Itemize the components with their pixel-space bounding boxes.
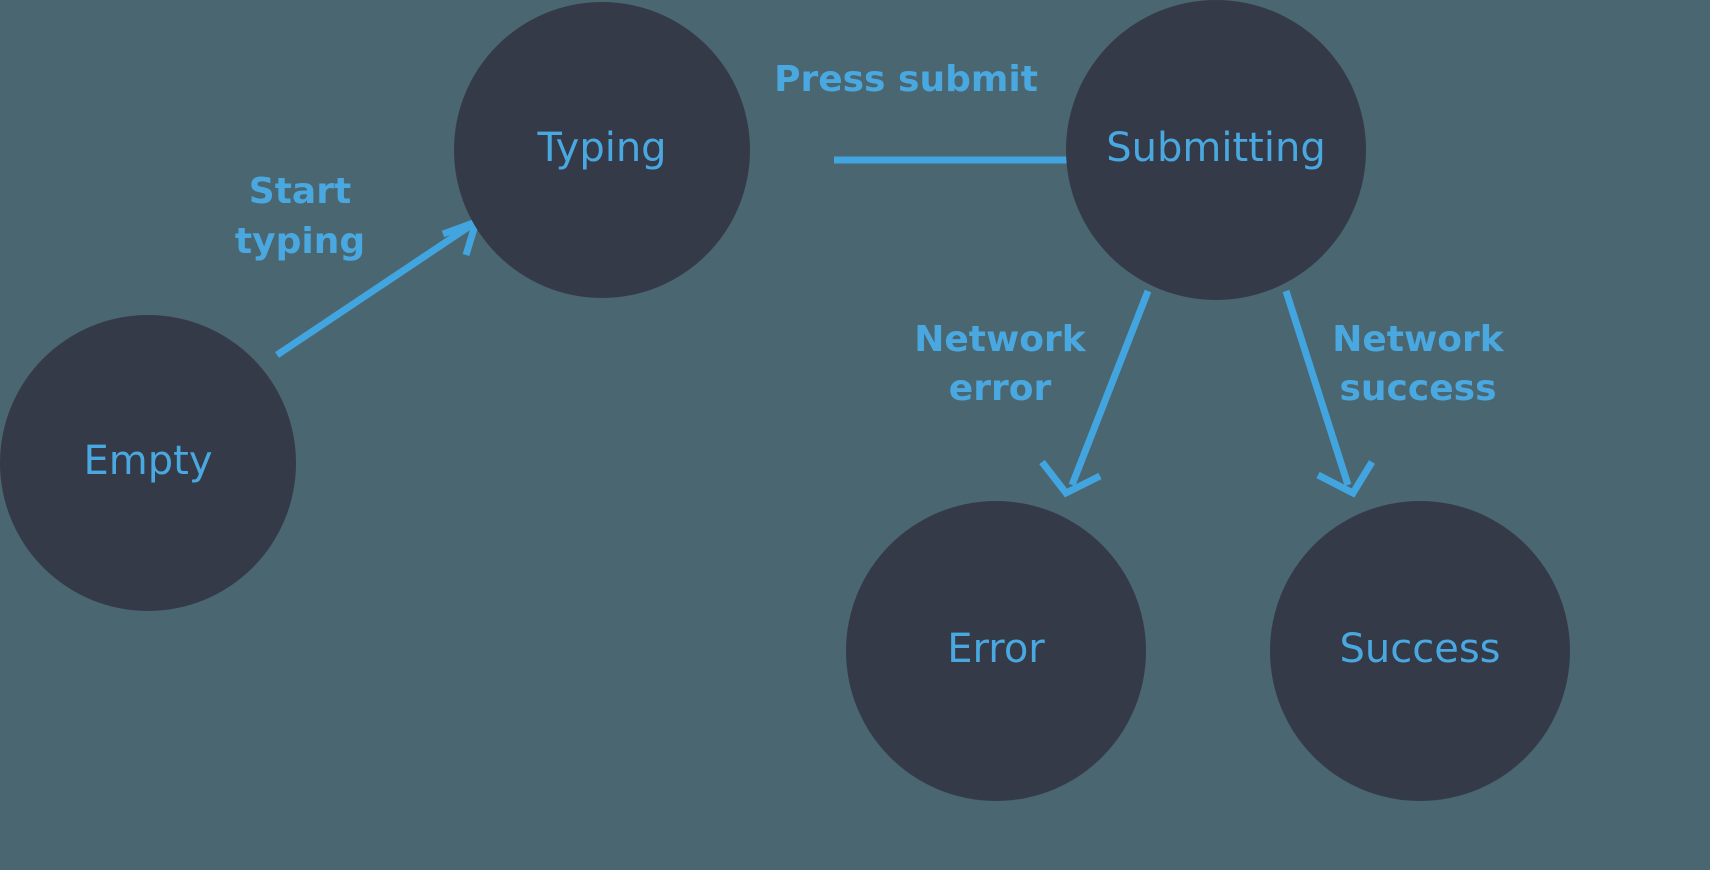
state-node-success[interactable]: Success [1270, 501, 1570, 801]
state-node-typing[interactable]: Typing [454, 2, 750, 298]
edge-label-text-network-error: Network error [914, 319, 1086, 409]
edge-label-line: Network [1332, 319, 1504, 360]
state-node-submitting[interactable]: Submitting [1066, 0, 1366, 300]
edge-label-line: typing [235, 221, 365, 262]
edge-label-press-submit: Press submit [774, 59, 1038, 100]
state-node-circle-error[interactable] [846, 501, 1146, 801]
edge-label-network-error: Network error [914, 319, 1086, 409]
edge-label-line: success [1339, 368, 1496, 409]
edge-line-start-typing [275, 223, 472, 358]
edge-line-network-success [1282, 289, 1352, 487]
arrowhead-icon-network-error [1039, 459, 1102, 498]
state-node-circle-submitting[interactable] [1066, 0, 1366, 300]
edge-label-line: Network [914, 319, 1086, 360]
edge-network-error [1039, 289, 1152, 498]
state-node-circle-empty[interactable] [0, 315, 296, 611]
edge-label-text-press-submit: Press submit [774, 59, 1038, 100]
arrowhead-icon-network-success [1316, 460, 1375, 498]
edge-label-network-success: Network success [1332, 319, 1504, 409]
state-node-label-empty: Empty [84, 438, 213, 484]
state-node-label-typing: Typing [536, 125, 666, 171]
state-node-circle-typing[interactable] [454, 2, 750, 298]
state-node-label-submitting: Submitting [1106, 125, 1325, 171]
edge-label-line: Start [249, 171, 351, 212]
state-node-circle-success[interactable] [1270, 501, 1570, 801]
edge-label-line: Press submit [774, 59, 1038, 100]
edge-label-line: error [949, 368, 1052, 409]
state-node-error[interactable]: Error [846, 501, 1146, 801]
edge-label-start-typing: Start typing [235, 171, 365, 262]
edge-network-success [1282, 289, 1375, 498]
state-node-label-success: Success [1339, 626, 1500, 672]
state-node-empty[interactable]: Empty [0, 315, 296, 611]
edge-label-text-network-success: Network success [1332, 319, 1504, 409]
state-node-label-error: Error [947, 626, 1045, 672]
edge-line-network-error [1068, 289, 1152, 487]
edge-label-text-start-typing: Start typing [235, 171, 365, 262]
